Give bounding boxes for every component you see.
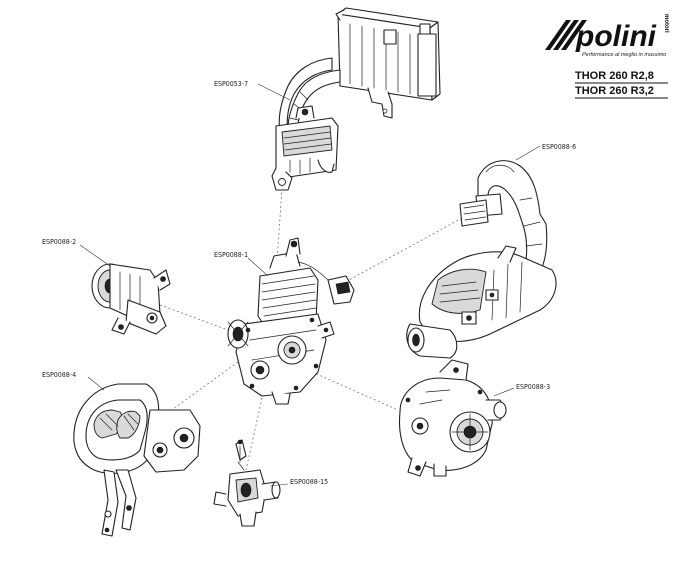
callout-cover: ESP0088-4 bbox=[42, 371, 105, 391]
cover-assembly[interactable] bbox=[73, 383, 201, 537]
logo-wordmark: polini bbox=[575, 20, 657, 53]
model-title-1: THOR 260 R2,8 bbox=[575, 70, 654, 82]
callout-exhaust: ESP0088-6 bbox=[515, 143, 576, 161]
connector-ignition bbox=[311, 371, 399, 411]
carburetor-assembly[interactable] bbox=[213, 439, 281, 527]
radiator-assembly[interactable] bbox=[271, 7, 441, 191]
callout-starter: ESP0088-2 bbox=[42, 238, 111, 267]
callout-ignition: ESP0088-3 bbox=[493, 383, 550, 397]
polini-logo: polini motori Performance al meglio in m… bbox=[545, 14, 669, 58]
part-label-engine: ESP0088-1 bbox=[214, 251, 248, 259]
part-label-exhaust: ESP0088-6 bbox=[542, 143, 576, 151]
part-label-carburetor: ESP0088-15 bbox=[290, 478, 328, 486]
connector-radiator bbox=[276, 187, 283, 263]
model-title-2: THOR 260 R3,2 bbox=[575, 85, 654, 97]
starter-assembly[interactable] bbox=[91, 263, 171, 335]
callout-engine: ESP0088-1 bbox=[214, 251, 269, 277]
connector-carburetor bbox=[245, 397, 263, 471]
part-label-starter: ESP0088-2 bbox=[42, 238, 76, 246]
engine-block[interactable] bbox=[227, 237, 355, 405]
logo-suffix: motori bbox=[663, 14, 669, 33]
logo-stripes-icon bbox=[545, 20, 587, 50]
connector-exhaust bbox=[339, 217, 463, 286]
callout-radiator: ESP0053-7 bbox=[214, 80, 291, 101]
part-label-radiator: ESP0053-7 bbox=[214, 80, 248, 88]
part-label-cover: ESP0088-4 bbox=[42, 371, 76, 379]
callout-carburetor: ESP0088-15 bbox=[269, 478, 328, 487]
exhaust-assembly[interactable] bbox=[406, 160, 557, 359]
ignition-assembly[interactable] bbox=[398, 359, 507, 477]
logo-tagline: Performance al meglio in massimo bbox=[582, 52, 666, 58]
connector-starter bbox=[159, 304, 229, 331]
part-label-ignition: ESP0088-3 bbox=[516, 383, 550, 391]
